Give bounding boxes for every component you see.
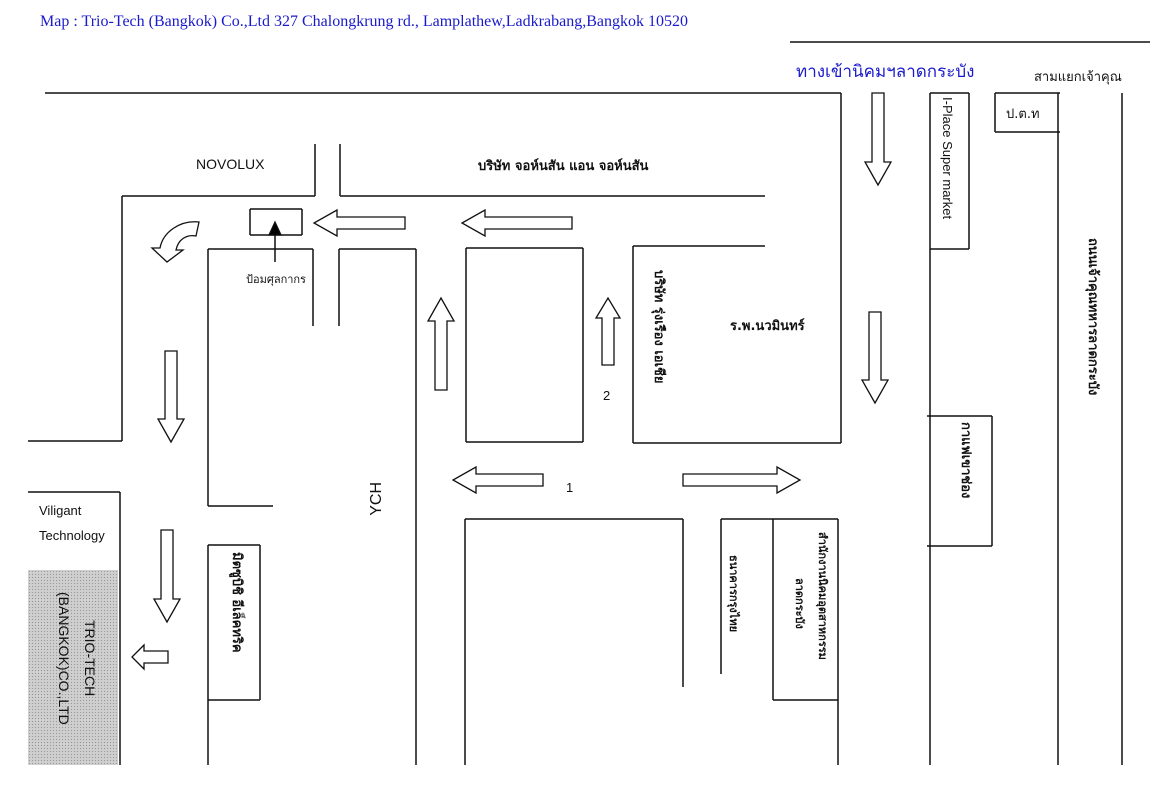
arrow-up-icon — [594, 296, 622, 366]
triotech-label-line2: (BANGKOK)CO.,LTD — [56, 592, 72, 725]
johnson-label: บริษัท จอห์นสัน แอน จอห์นสัน — [478, 159, 649, 174]
arrow-up-icon — [426, 296, 456, 391]
mitsubishi-label: มิตซูบิชิ อีเล็คทริค — [229, 552, 244, 653]
customs-pointer-icon — [267, 220, 283, 236]
customs-label: ป้อมศุลกากร — [246, 273, 306, 286]
novolux-label: NOVOLUX — [196, 156, 265, 172]
arrow-left-icon — [312, 208, 406, 238]
direction-arrows — [131, 92, 893, 671]
iplace-label: I-Place Super market — [940, 97, 955, 220]
arrow-down-icon — [863, 92, 893, 187]
ych-label: YCH — [368, 482, 385, 516]
arrow-left-icon — [460, 208, 573, 238]
hospital-label: ร.พ.นวมินทร์ — [730, 319, 805, 334]
point-1-label: 1 — [566, 480, 574, 495]
map-title: Map : Trio-Tech (Bangkok) Co.,Ltd 327 Ch… — [40, 13, 688, 30]
company-block-label: บริษัท รุ่งเรือง เอเชีย — [651, 270, 666, 384]
arrow-left-icon — [131, 643, 169, 671]
estate-entrance-label: ทางเข้านิคมฯลาดกระบัง — [796, 62, 975, 81]
turn-arrow-icon — [150, 221, 200, 263]
estate-office-label-line1: สำนักงานนิคมอุตสาหกรรม — [816, 532, 829, 660]
arrow-down-icon — [860, 311, 890, 405]
viligant-label-line1: Viligant — [39, 503, 82, 518]
ptt-label: ป.ต.ท — [1006, 107, 1040, 122]
arrow-right-icon — [682, 465, 802, 495]
trio-tech-building — [28, 570, 118, 765]
triotech-label-line1: TRIO-TECH — [82, 620, 98, 697]
viligant-label-line2: Technology — [39, 528, 105, 543]
estate-office-label-line2: ลาดกระบัง — [793, 578, 806, 629]
arrow-down-icon — [156, 350, 186, 444]
coffee-shop-label: กาแฟเขาช่อง — [958, 422, 973, 499]
road-outlines — [28, 41, 1150, 765]
road-label: ถนนเจ้าคุณทหารลาดกระบัง — [1085, 238, 1100, 396]
arrow-left-icon — [451, 465, 544, 495]
junction-label: สามแยกเจ้าคุณ — [1034, 70, 1122, 85]
point-2-label: 2 — [603, 388, 611, 403]
bank-label: ธนาคารกรุงไทย — [727, 555, 740, 633]
arrow-down-icon — [152, 529, 182, 624]
